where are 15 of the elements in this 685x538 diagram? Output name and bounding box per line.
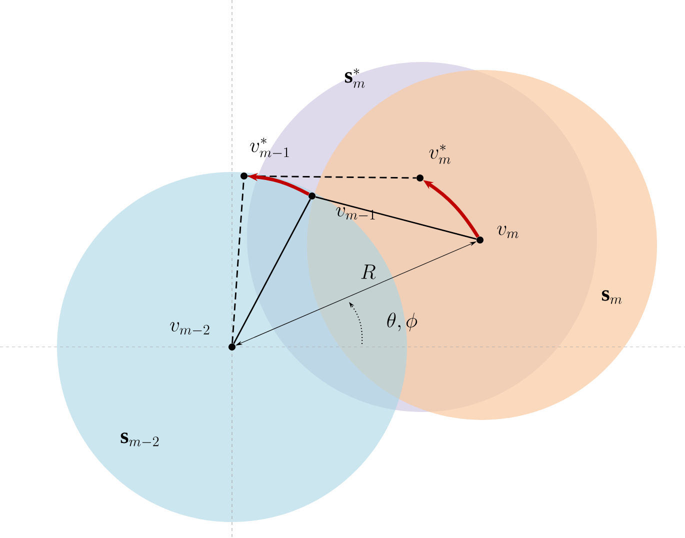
node-label: $v_m$	[497, 226, 518, 238]
point: $v_{m-1}^*$	[240, 138, 289, 180]
angle-label: $\theta,\phi$	[387, 312, 418, 332]
region-label: $\mathbf{s}_m^*$	[344, 68, 365, 88]
node-label: $v_{m-2}$	[170, 322, 210, 335]
edge-label: $R$	[361, 264, 376, 280]
point: $v_{m-2}$	[170, 322, 236, 350]
node-label: $v_{m-1}$	[336, 207, 375, 220]
point: $v_m^*$	[416, 144, 450, 182]
point: $v_{m-1}$	[308, 192, 375, 220]
region-label: $\mathbf{s}_m$	[602, 290, 622, 304]
node-label: $v_{m-1}^*$	[250, 138, 289, 158]
point: $v_m$	[476, 226, 518, 244]
node-label: $v_m^*$	[429, 144, 450, 164]
region-label: $\mathbf{s}_{m-2}$	[120, 432, 159, 446]
